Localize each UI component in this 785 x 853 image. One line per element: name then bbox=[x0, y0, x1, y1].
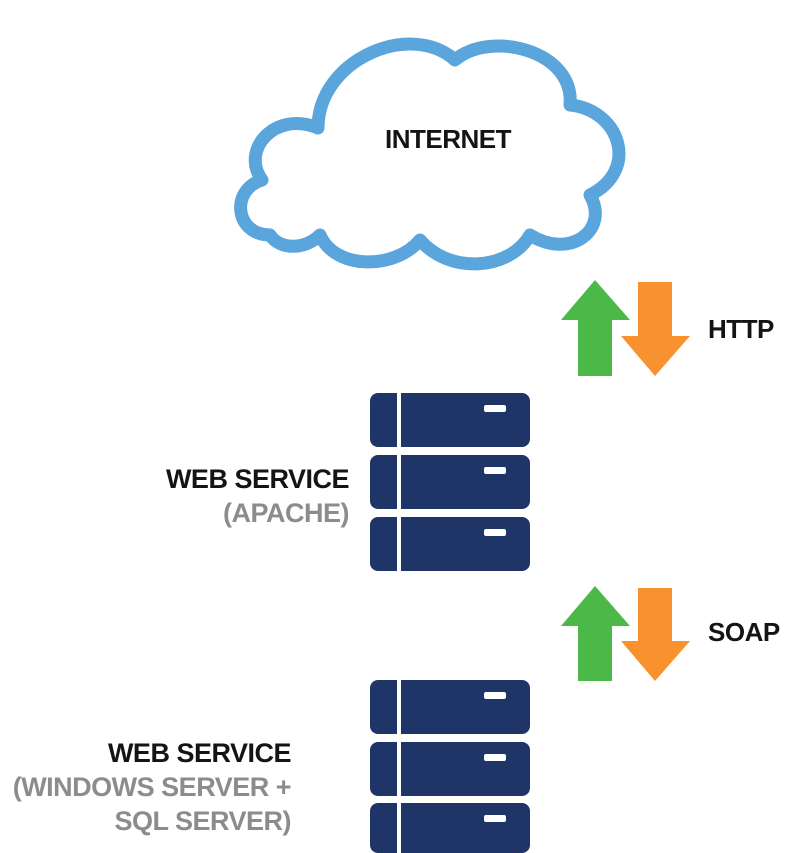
server-subtitle: SQL SERVER) bbox=[114, 806, 291, 836]
download-arrow-icon bbox=[621, 282, 690, 376]
server-subtitle: (WINDOWS SERVER + bbox=[12, 772, 292, 802]
server-title: WEB SERVICE bbox=[107, 738, 292, 768]
download-arrow-icon bbox=[621, 588, 690, 681]
upload-arrow-icon bbox=[561, 586, 630, 681]
http-label: HTTP bbox=[708, 314, 774, 344]
cloud-label: INTERNET bbox=[385, 124, 512, 154]
soap-label: SOAP bbox=[708, 617, 780, 647]
server-title: WEB SERVICE bbox=[165, 464, 350, 494]
upload-arrow-icon bbox=[561, 280, 630, 376]
server-subtitle: (APACHE) bbox=[223, 498, 350, 528]
